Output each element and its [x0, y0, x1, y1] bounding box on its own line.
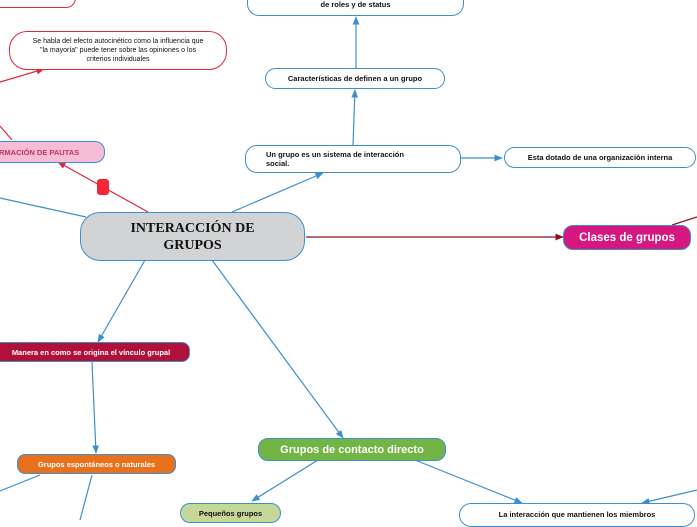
- node-espontaneos[interactable]: Grupos espontáneos o naturales: [17, 454, 176, 474]
- edge-central-sistema: [231, 172, 324, 213]
- node-quote-label: Se habla del efecto autocinético como la…: [32, 38, 204, 63]
- node-interaccion-label: La interacción que mantienen los miembro…: [498, 510, 656, 519]
- offpage-red-node: [0, 0, 76, 8]
- node-clases[interactable]: Clases de grupos: [563, 225, 691, 250]
- node-pautas[interactable]: RMACIÓN DE PAUTAS: [0, 141, 105, 163]
- edge-contacto-pequenos: [251, 459, 319, 502]
- node-espontaneos-label: Grupos espontáneos o naturales: [37, 459, 156, 469]
- red-marker-icon: [97, 179, 109, 195]
- node-sistema-label: Un grupo es un sistema de interacción so…: [266, 150, 404, 168]
- node-contacto-label: Grupos de contacto directo: [280, 443, 424, 456]
- edge-central-left: [0, 197, 87, 218]
- edge-central-manera: [97, 259, 146, 343]
- node-quote[interactable]: Se habla del efecto autocinético como la…: [9, 31, 227, 70]
- node-contacto[interactable]: Grupos de contacto directo: [258, 438, 446, 461]
- node-pequenos-label: Pequeños grupos: [198, 508, 263, 518]
- node-caracteristicas-label: Características de definen a un grupo: [287, 74, 423, 83]
- node-manera-label: Manera en como se origina el vínculo gru…: [11, 347, 171, 357]
- node-pequenos[interactable]: Pequeños grupos: [180, 503, 281, 523]
- node-roles[interactable]: de roles y de status: [247, 0, 464, 16]
- node-organizacion-label: Esta dotado de una organización interna: [527, 153, 673, 162]
- edge-central-contacto: [211, 259, 344, 439]
- node-roles-label: de roles y de status: [320, 0, 391, 9]
- edge-manera-espontaneos: [91, 361, 100, 454]
- edge-espontaneos-down: [79, 474, 93, 520]
- node-pautas-label: RMACIÓN DE PAUTAS: [0, 147, 80, 157]
- node-interaccion[interactable]: La interacción que mantienen los miembro…: [459, 503, 695, 527]
- node-sistema[interactable]: Un grupo es un sistema de interacción so…: [245, 145, 461, 173]
- node-organizacion[interactable]: Esta dotado de una organización interna: [504, 147, 696, 168]
- node-clases-label: Clases de grupos: [579, 231, 675, 244]
- edge-espontaneos-left: [0, 474, 41, 492]
- node-manera[interactable]: Manera en como se origina el vínculo gru…: [0, 342, 190, 362]
- node-caracteristicas[interactable]: Características de definen a un grupo: [265, 68, 445, 89]
- central-topic[interactable]: INTERACCIÓN DE GRUPOS: [80, 212, 305, 261]
- central-topic-label: INTERACCIÓN DE GRUPOS: [130, 220, 255, 253]
- edge-pautas-quote: [0, 125, 13, 141]
- edge-sistema-caracteristicas: [351, 89, 359, 146]
- edge-offpage-interaccion: [641, 489, 697, 505]
- edge-quote-left: [0, 67, 45, 83]
- edge-contacto-interaccion: [409, 457, 523, 504]
- edge-clases-offpage: [671, 216, 697, 226]
